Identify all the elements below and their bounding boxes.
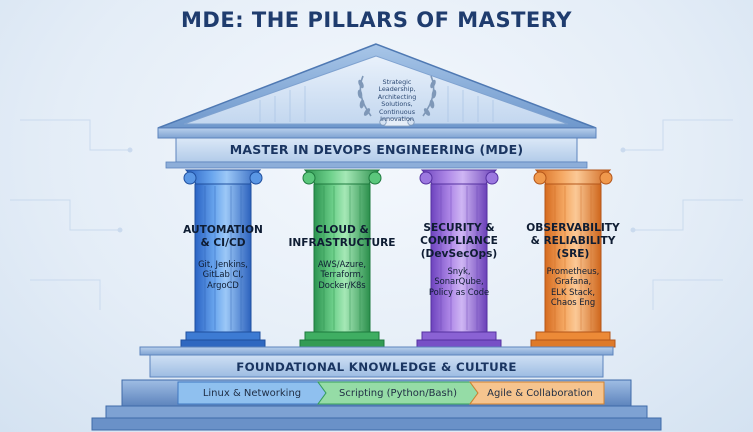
- pillar-title-line: COMPLIANCE: [420, 235, 498, 247]
- pediment-text: Strategic Leadership, Architecting Solut…: [358, 78, 436, 124]
- pediment-line: Strategic: [382, 78, 412, 86]
- step-bottom-1: [105, 405, 648, 419]
- step-agile-label: Agile & Collaboration: [487, 388, 593, 399]
- pillar-detail-line: ELK Stack,: [551, 286, 595, 297]
- scroll-icon: [379, 117, 415, 127]
- pillar-detail-line: AWS/Azure,: [317, 259, 367, 269]
- pillar-title-line: & RELIABILITY: [530, 235, 616, 247]
- step-linux-label: Linux & Networking: [202, 388, 302, 399]
- pillar-detail-line: Policy as Code: [428, 286, 490, 297]
- page-title: MDE: THE PILLARS OF MASTERY: [181, 8, 572, 32]
- pillar-security: [416, 169, 502, 348]
- pillar-detail-line: Git, Jenkins,: [198, 259, 248, 269]
- pillar-observability-label: OBSERVABILITY & RELIABILITY (SRE) Promet…: [522, 222, 624, 308]
- pediment-line: Solutions,: [381, 100, 413, 109]
- pillar-cloud-label: CLOUD & INFRASTRUCTURE AWS/Azure, Terraf…: [287, 224, 397, 290]
- step-scripting-label: Scripting (Python/Bash): [338, 388, 458, 399]
- pillar-title-line: (DevSecOps): [420, 248, 498, 260]
- pillar-detail-line: Chaos Eng: [550, 297, 596, 308]
- pillar-detail-line: Docker/K8s: [318, 279, 366, 290]
- laurel-wreath-icon: [357, 75, 437, 117]
- pillar-detail-line: Snyk,: [447, 266, 471, 276]
- pillar-detail-line: Prometheus,: [546, 266, 600, 276]
- pillar-automation-label: AUTOMATION & CI/CD Git, Jenkins, GitLab …: [178, 224, 268, 290]
- pediment-line: Continuous: [378, 107, 416, 116]
- pillar-title-line: & CI/CD: [200, 237, 246, 249]
- foundation-slab: [139, 346, 614, 356]
- pillar-title-line: (SRE): [556, 248, 590, 260]
- pillar-detail-line: ArgoCD: [207, 279, 239, 290]
- pillar-title-line: OBSERVABILITY: [526, 222, 620, 234]
- pillar-title-line: INFRASTRUCTURE: [288, 237, 396, 249]
- pillar-detail-line: GitLab CI,: [202, 269, 244, 280]
- architrave-top: [157, 127, 597, 139]
- pillar-title-line: CLOUD &: [315, 224, 369, 236]
- step-bottom-2: [91, 417, 662, 431]
- pillar-cloud: [299, 169, 385, 348]
- pillar-observability: [530, 169, 616, 348]
- pillar-automation: [180, 169, 266, 348]
- pediment-line: Leadership,: [378, 85, 416, 94]
- mde-banner-title: MASTER IN DEVOPS ENGINEERING (MDE): [229, 142, 524, 157]
- pillar-security-label: SECURITY & COMPLIANCE (DevSecOps) Snyk, …: [409, 222, 509, 297]
- foundation-title: FOUNDATIONAL KNOWLEDGE & CULTURE: [236, 360, 517, 374]
- pillar-title-line: AUTOMATION: [183, 224, 263, 236]
- architrave-bottom: [165, 161, 588, 169]
- pediment-line: Innovation: [380, 115, 414, 124]
- step-agile-bg: [469, 381, 605, 405]
- tympanum: [183, 55, 569, 125]
- tympanum-binary-pattern: [259, 86, 494, 122]
- foundation-banner: [149, 354, 604, 378]
- pediment-line: Architecting: [377, 92, 417, 101]
- pillar-title-line: SECURITY &: [423, 222, 495, 234]
- pillar-detail-line: Grafana,: [554, 276, 592, 287]
- pillar-detail-line: SonarQube,: [434, 276, 484, 287]
- pillar-detail-line: Terraform,: [320, 269, 364, 280]
- circuit-background: [10, 119, 743, 310]
